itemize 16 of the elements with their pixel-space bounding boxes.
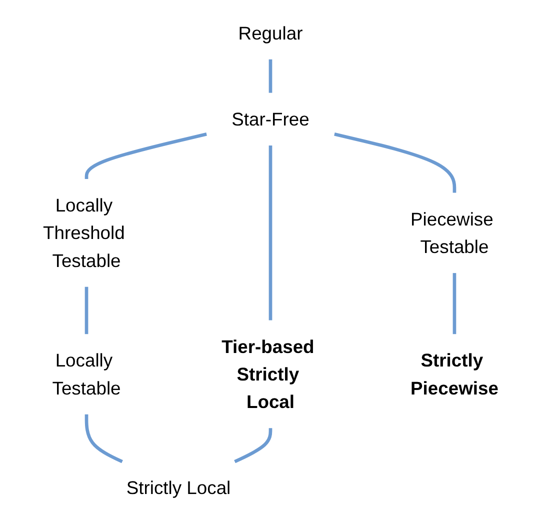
connector [84,132,207,179]
node-text: Locally Testable [52,350,121,398]
connector [268,146,272,320]
node-text: Strictly Local [126,478,231,498]
node-text: Locally Threshold Testable [43,194,125,271]
connector [334,132,456,193]
connector [84,286,88,334]
connector [234,428,272,464]
connector [268,59,272,93]
node-text: Regular [238,22,303,44]
node-text: Piecewise Testable [410,208,494,258]
connector [84,414,123,464]
connector [452,273,456,334]
node-text: Star-Free [232,108,310,130]
node-text: Tier-based Strictly Local [222,336,314,412]
node-text: Strictly Piecewise [410,350,498,398]
